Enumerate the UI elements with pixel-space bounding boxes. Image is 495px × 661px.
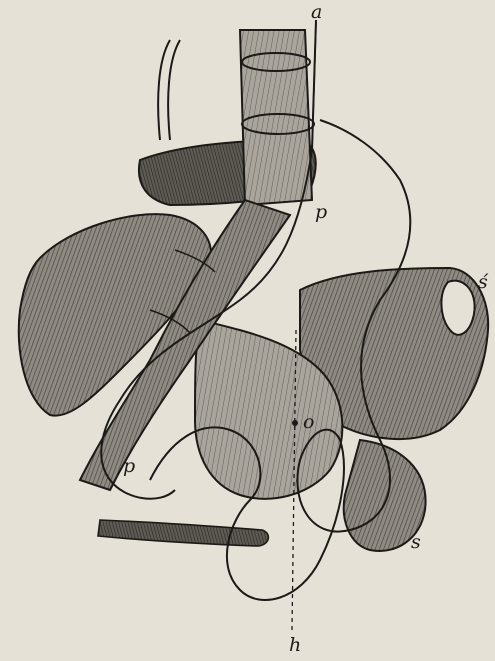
label-p-upper: p bbox=[315, 201, 327, 223]
label-a: a bbox=[311, 1, 322, 23]
label-h: h bbox=[289, 634, 301, 656]
pubic-ramus bbox=[98, 520, 268, 546]
label-p-lower: p bbox=[123, 455, 135, 477]
obturator-foramen bbox=[441, 281, 474, 335]
point-o bbox=[292, 420, 298, 426]
label-o: o bbox=[303, 411, 314, 433]
label-s: s bbox=[411, 531, 421, 553]
left-pipe-inner bbox=[168, 40, 180, 140]
axis-upper bbox=[312, 22, 316, 150]
label-s-prime: ś bbox=[478, 271, 489, 293]
